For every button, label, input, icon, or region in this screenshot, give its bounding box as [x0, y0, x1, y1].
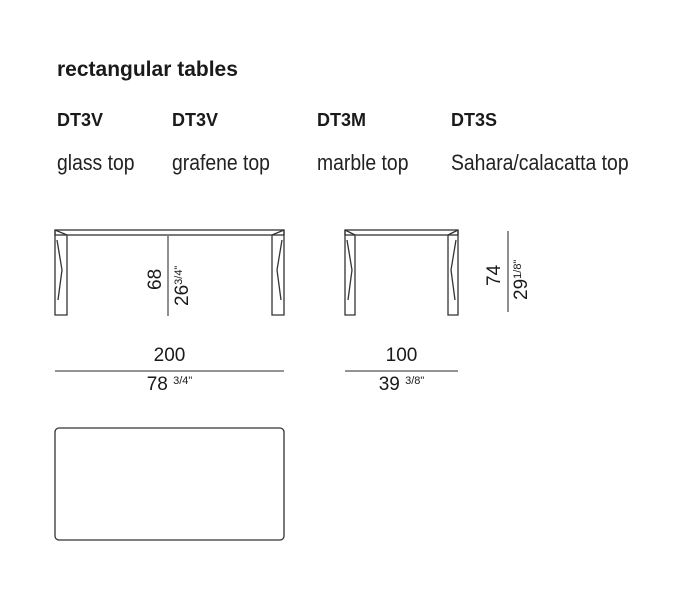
large-width-in: 78 3/4": [146, 374, 193, 395]
small-height-in: 291/8": [511, 259, 532, 300]
section-title: rectangular tables: [57, 58, 238, 81]
small-table-elevation: [344, 229, 509, 316]
small-width-in: 39 3/8": [378, 374, 425, 395]
large-height-in: 263/4": [172, 265, 193, 306]
model-description: marble top: [317, 150, 409, 175]
large-height-cm: 68: [145, 268, 166, 290]
large-table-elevation: [54, 229, 285, 316]
small-height-cm: 74: [484, 264, 505, 286]
small-width-cm: 100: [385, 345, 418, 366]
model-description: grafene top: [172, 150, 270, 175]
model-code: DT3V: [172, 110, 219, 130]
large-width-cm: 200: [153, 345, 186, 366]
table-top-plan: [54, 427, 285, 541]
model-description: glass top: [57, 150, 135, 175]
model-code: DT3V: [57, 110, 104, 130]
model-code: DT3S: [451, 110, 498, 130]
model-description: Sahara/calacatta top: [451, 150, 629, 175]
model-code: DT3M: [317, 110, 366, 130]
